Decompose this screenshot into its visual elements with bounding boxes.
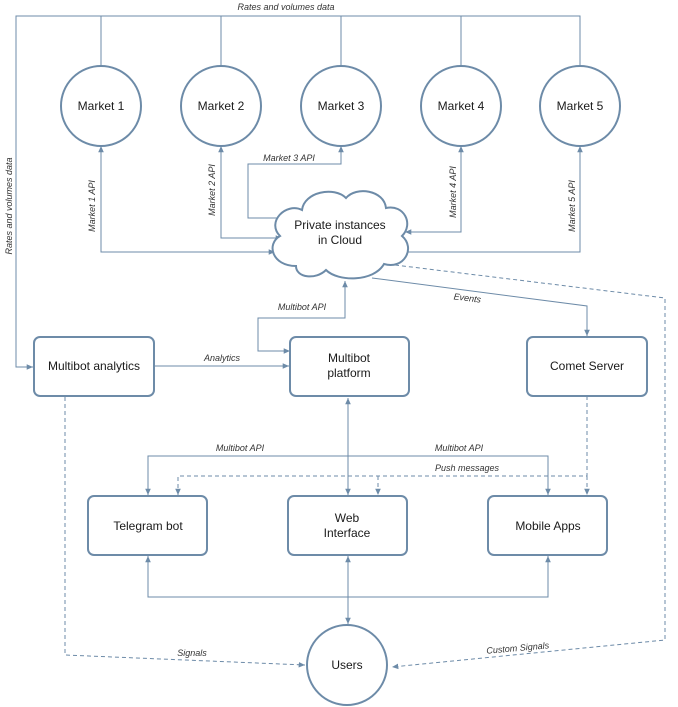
edge-label-market2-api: Market 2 API xyxy=(207,164,217,216)
edge-label-market1-api: Market 1 API xyxy=(87,180,97,232)
edge-label-market4-api: Market 4 API xyxy=(448,166,458,218)
edge-label-market5-api: Market 5 API xyxy=(567,180,577,232)
market1-label: Market 1 xyxy=(78,99,125,113)
edge-push-messages xyxy=(175,396,588,495)
node-market5 xyxy=(539,65,621,147)
edge-label-analytics: Analytics xyxy=(203,353,241,363)
platform-label-line1: Multibot xyxy=(328,351,371,365)
node-market2 xyxy=(180,65,262,147)
node-mobile xyxy=(487,495,608,556)
cloud-label-line1: Private instances xyxy=(294,218,385,232)
edge-market1-api xyxy=(98,146,275,255)
node-platform xyxy=(289,336,410,397)
users-label: Users xyxy=(331,658,362,672)
edge-label-multibot-api-cloud: Multibot API xyxy=(278,302,327,312)
edge-market3-api xyxy=(247,146,344,221)
node-market4 xyxy=(420,65,502,147)
edge-label-rates-left: Rates and volumes data xyxy=(4,157,14,254)
edge-multibot-api-mobile xyxy=(348,455,551,495)
market3-label: Market 3 xyxy=(318,99,365,113)
edge-label-push: Push messages xyxy=(435,463,500,473)
platform-label-line2: platform xyxy=(327,366,370,380)
node-users xyxy=(306,624,388,706)
node-analytics xyxy=(33,336,155,397)
edge-events xyxy=(371,277,590,336)
edge-label-market3-api: Market 3 API xyxy=(263,153,315,163)
node-market3 xyxy=(300,65,382,147)
edge-label-signals: Signals xyxy=(177,648,207,658)
cloud-label-line2: in Cloud xyxy=(318,233,362,247)
edge-label-multibot-api-left: Multibot API xyxy=(216,443,265,453)
mobile-label: Mobile Apps xyxy=(515,519,580,533)
node-web xyxy=(287,495,408,556)
edge-telegram-users xyxy=(145,556,348,598)
edge-mobile-users xyxy=(348,556,551,598)
edge-label-rates-top: Rates and volumes data xyxy=(237,2,334,12)
node-market1 xyxy=(60,65,142,147)
edge-rates-volumes xyxy=(15,15,581,367)
edge-custom-signals xyxy=(391,264,666,670)
edge-multibot-api-cloud xyxy=(257,281,348,354)
edge-signals xyxy=(64,397,306,668)
node-cloud xyxy=(271,190,409,280)
market5-label: Market 5 xyxy=(557,99,604,113)
analytics-label: Multibot analytics xyxy=(48,359,140,373)
market2-label: Market 2 xyxy=(198,99,245,113)
node-telegram xyxy=(87,495,208,556)
web-label-line2: Interface xyxy=(324,526,371,540)
web-label-line1: Web xyxy=(335,511,360,525)
edge-market5-api xyxy=(395,146,583,255)
node-comet xyxy=(526,336,648,397)
edge-label-multibot-api-right: Multibot API xyxy=(435,443,484,453)
comet-label: Comet Server xyxy=(550,359,624,373)
edge-label-events: Events xyxy=(453,291,482,304)
telegram-label: Telegram bot xyxy=(113,519,183,533)
edge-market2-api xyxy=(218,146,282,241)
market4-label: Market 4 xyxy=(438,99,485,113)
edge-label-custom-signals: Custom Signals xyxy=(486,640,550,655)
